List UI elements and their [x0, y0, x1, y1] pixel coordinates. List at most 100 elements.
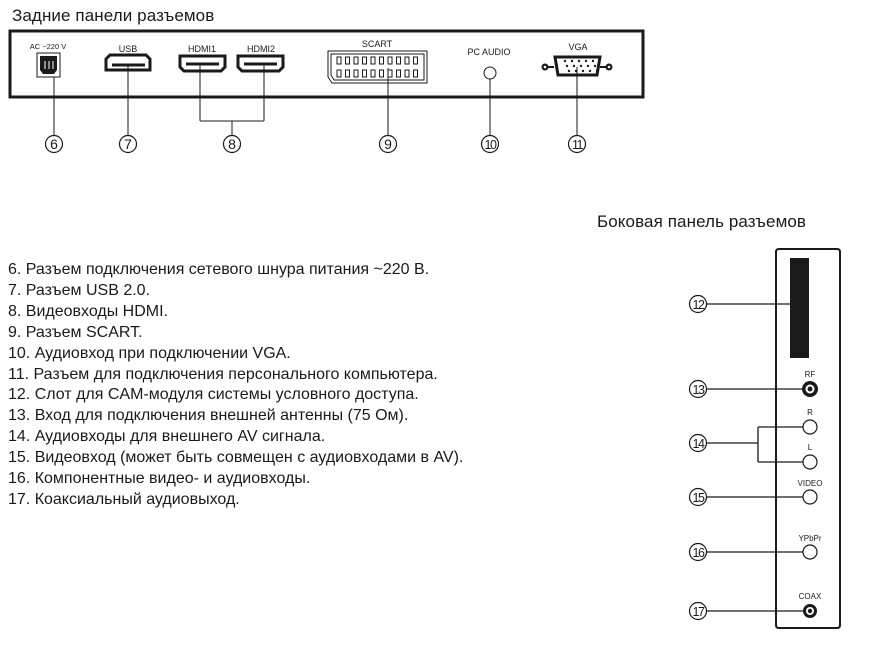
- scart-label: SCART: [362, 39, 393, 49]
- audio-l-label: L: [808, 443, 813, 452]
- vga-pin: [586, 64, 590, 68]
- callout-circle: [688, 294, 708, 314]
- description-item: 8. Видеовходы HDMI.: [8, 302, 169, 320]
- description-item: 15. Видеовход (может быть совмещен с ауд…: [8, 449, 464, 467]
- side-panel-title: Боковая панель разъемов: [597, 212, 807, 231]
- ac-label: AC ~220 V: [30, 42, 66, 51]
- description-item: 10. Аудиовход при подключении VGA.: [8, 344, 291, 362]
- vga-pin: [570, 59, 574, 63]
- description-item: 13. Вход для подключения внешней антенны…: [8, 407, 409, 425]
- scart-pin: [413, 69, 418, 78]
- audio-l-jack-icon: [802, 454, 818, 470]
- description-item: 6. Разъем подключения сетевого шнура пит…: [8, 261, 430, 278]
- scart-pin: [336, 56, 342, 65]
- audio-r-label: R: [807, 408, 813, 417]
- scart-pin: [404, 56, 410, 65]
- vga-pin: [593, 64, 597, 68]
- vga-pin: [588, 69, 592, 73]
- video-jack-icon: [802, 489, 818, 505]
- callout-number: 6: [50, 136, 58, 152]
- scart-pin: [336, 69, 342, 78]
- scart-pin: [362, 69, 367, 78]
- scart-pin: [379, 69, 384, 78]
- description-item: 17. Коаксиальный аудиовыход.: [8, 490, 240, 508]
- description-item: 11. Разъем для подключения персонального…: [8, 365, 438, 383]
- vga-pin: [584, 59, 588, 63]
- vga-port-icon: [541, 55, 613, 77]
- vga-pin: [591, 59, 595, 63]
- audio-r-jack-icon: [802, 419, 818, 435]
- scart-pin: [396, 56, 401, 65]
- callout-number: 9: [384, 136, 392, 152]
- callout-circle: [688, 379, 708, 399]
- callout-circle: [688, 542, 708, 562]
- usb-port-icon: [104, 53, 152, 72]
- callout-number: 16: [693, 546, 705, 560]
- scart-pin: [370, 69, 376, 78]
- coax-jack-icon: [803, 604, 817, 618]
- power-socket-icon: [36, 52, 61, 78]
- coax-label: COAX: [799, 592, 822, 601]
- description-item: 12. Слот для CAM-модуля системы условног…: [8, 386, 419, 404]
- usb-label: USB: [119, 44, 138, 54]
- description-item: 9. Разъем SCART.: [8, 323, 143, 341]
- cam-slot-icon: [790, 258, 809, 358]
- callout-circle: [44, 134, 64, 154]
- scart-pin: [353, 69, 359, 78]
- callout-number: 10: [485, 138, 497, 152]
- description-list: 6. Разъем подключения сетевого шнура пит…: [8, 260, 463, 511]
- callout-number: 14: [693, 437, 705, 451]
- callout-circle: [222, 134, 242, 154]
- vga-label: VGA: [568, 42, 587, 52]
- callout-number: 11: [572, 138, 584, 152]
- pc-audio-jack-icon: [483, 66, 497, 80]
- callout-number: 8: [228, 136, 236, 152]
- callout-circle: [688, 487, 708, 507]
- callout-number: 15: [693, 491, 705, 505]
- callout-circle: [688, 601, 708, 621]
- vga-pin: [572, 64, 576, 68]
- scart-pin: [345, 56, 350, 65]
- callout-circle: [688, 433, 708, 453]
- callout-number: 7: [124, 136, 132, 152]
- vga-pin: [565, 64, 569, 68]
- vga-pin: [579, 64, 583, 68]
- callout-circle: [378, 134, 398, 154]
- callout-circle: [118, 134, 138, 154]
- hdmi1-port-icon: [178, 54, 227, 73]
- callout-number: 12: [693, 298, 705, 312]
- hdmi2-port-icon: [236, 54, 285, 73]
- hdmi2-label: HDMI2: [247, 44, 275, 54]
- vga-pin: [577, 59, 581, 63]
- scart-pin: [353, 56, 359, 65]
- vga-pin: [581, 69, 585, 73]
- scart-pin: [404, 69, 410, 78]
- rf-jack-icon: [802, 381, 818, 397]
- description-item: 14. Аудиовходы для внешнего AV сигнала.: [8, 428, 326, 446]
- callout-number: 17: [693, 605, 705, 619]
- scart-pin: [370, 56, 376, 65]
- vga-pin: [595, 69, 599, 73]
- callout-circle: [567, 134, 587, 154]
- scart-pin: [396, 69, 401, 78]
- scart-pin: [413, 56, 418, 65]
- callout-circle: [480, 134, 500, 154]
- scart-pin: [362, 56, 367, 65]
- vga-pin: [563, 59, 567, 63]
- hdmi1-label: HDMI1: [188, 44, 216, 54]
- scart-pin: [379, 56, 384, 65]
- scart-pin: [387, 69, 393, 78]
- side-panel-outline: [775, 248, 841, 629]
- description-item: 7. Разъем USB 2.0.: [8, 281, 151, 299]
- scart-pin: [387, 56, 393, 65]
- ypbpr-jack-icon: [802, 544, 818, 560]
- vga-pin: [567, 69, 571, 73]
- scart-pin: [345, 69, 350, 78]
- description-item: 16. Компонентные видео- и аудиовходы.: [8, 470, 311, 488]
- scart-port-icon: [327, 50, 428, 84]
- callout-number: 13: [693, 383, 705, 397]
- ypbpr-label: YPbPr: [798, 534, 821, 543]
- video-label: VIDEO: [798, 479, 823, 488]
- rear-panel-outline: [8, 29, 645, 99]
